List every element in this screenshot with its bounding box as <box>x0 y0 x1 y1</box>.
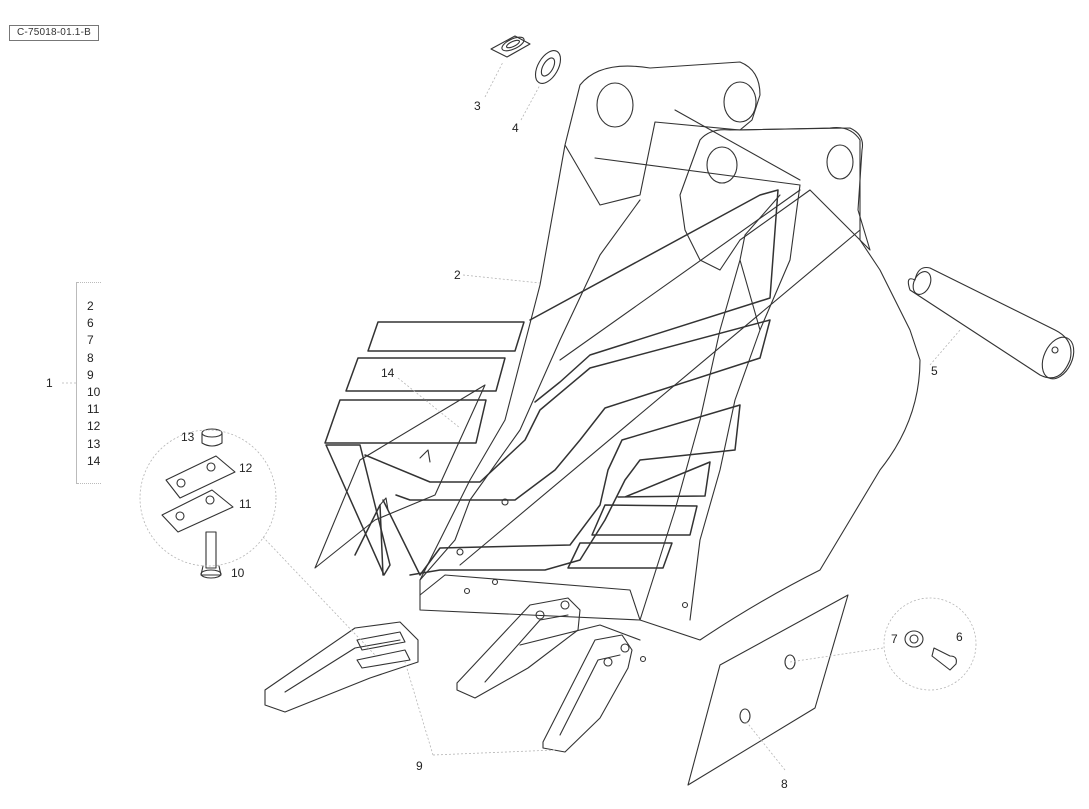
kit-item: 7 <box>87 333 94 348</box>
linch-pin-part <box>490 35 531 58</box>
kit-item-list: 2 6 7 8 9 10 11 12 13 14 <box>78 298 118 470</box>
callout-8: 8 <box>781 777 788 791</box>
callout-3: 3 <box>474 99 481 113</box>
kit-item: 2 <box>87 299 94 313</box>
kit-bracket <box>76 282 101 484</box>
kit-item: 14 <box>87 453 101 468</box>
decal-stripes <box>324 189 779 576</box>
side-cutter-part <box>687 594 849 786</box>
drawing-reference-code: C-75018-01.1-B <box>9 25 99 41</box>
callout-14: 14 <box>381 366 395 380</box>
pivot-pin-part <box>907 266 1075 380</box>
callout-11: 11 <box>239 497 252 511</box>
cutter-hardware-kit <box>904 630 957 671</box>
washer-part <box>534 50 562 84</box>
side-decal <box>314 384 486 569</box>
bucket-rear-ear <box>564 61 801 206</box>
kit-item: 11 <box>87 402 100 417</box>
bucket-tooth-right <box>542 634 633 753</box>
callout-5: 5 <box>931 364 938 378</box>
callout-13: 13 <box>181 430 195 444</box>
bucket-body <box>419 126 921 663</box>
kit-item: 8 <box>87 350 94 365</box>
kit-item: 9 <box>87 367 94 382</box>
callout-12: 12 <box>239 461 253 475</box>
kit-item: 6 <box>87 316 94 331</box>
kit-item: 10 <box>87 385 101 400</box>
callout-10: 10 <box>231 566 245 580</box>
callout-4: 4 <box>512 121 519 135</box>
tooth-hardware-kit <box>161 428 236 579</box>
kit-item: 13 <box>87 436 101 451</box>
leader-lines <box>62 61 977 771</box>
callout-9: 9 <box>416 759 423 773</box>
callout-2: 2 <box>454 268 461 282</box>
kit-item: 12 <box>87 419 101 434</box>
callout-7: 7 <box>891 632 898 646</box>
bucket-tooth-left <box>264 621 419 713</box>
callout-6: 6 <box>956 630 963 644</box>
kit-number: 1 <box>46 376 53 390</box>
bucket-tooth-center <box>456 597 581 699</box>
